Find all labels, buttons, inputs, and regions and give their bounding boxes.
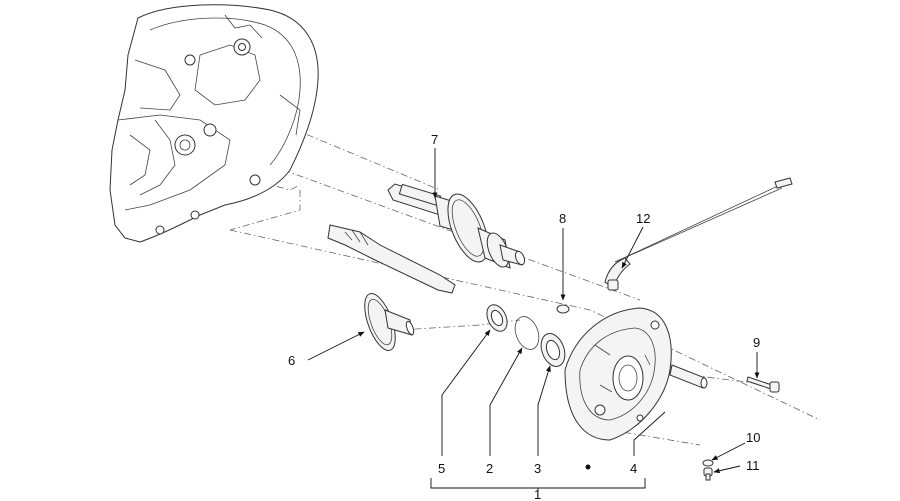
part-6-gear-shaft (327, 224, 456, 351)
callout-5: 5 (438, 461, 445, 476)
callout-1: 1 (534, 487, 541, 501)
callout-4: 4 (630, 461, 637, 476)
part-5-oil-seal (486, 304, 508, 332)
part-10-washer (702, 459, 714, 467)
part-9-bolt (746, 376, 780, 393)
callout-8: 8 (559, 211, 566, 226)
part-11-screw (703, 467, 713, 481)
part-4-transmission-cover (564, 307, 672, 441)
callout-10: 10 (746, 430, 760, 445)
leader-lines (307, 148, 760, 492)
assembly-dot (585, 464, 591, 470)
callout-3: 3 (534, 461, 541, 476)
part-7-countershaft (387, 183, 526, 269)
callout-9: 9 (753, 335, 760, 350)
crankcase-cover (109, 4, 319, 243)
guide-pin (669, 364, 708, 389)
part-8-dowel (556, 304, 570, 314)
callout-7: 7 (431, 132, 438, 147)
callout-12: 12 (636, 211, 650, 226)
callout-2: 2 (486, 461, 493, 476)
callout-11: 11 (746, 458, 760, 473)
part-3-bearing (540, 333, 566, 367)
callout-6: 6 (288, 353, 295, 368)
part-12-breather-tube (604, 177, 793, 291)
part-2-circlip (514, 316, 540, 350)
